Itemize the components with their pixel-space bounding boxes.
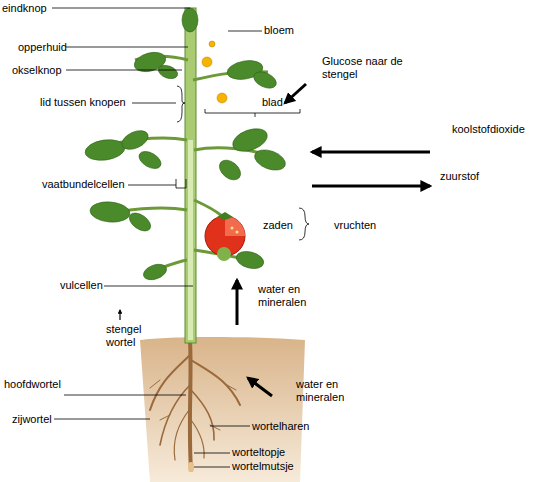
part-label: worteltopje [232, 446, 285, 459]
part-label: hoofdwortel [4, 378, 61, 391]
part-label: eindknop [2, 2, 47, 15]
part-label: lid tussen knopen [40, 96, 126, 109]
part-label: water en mineralen [258, 283, 324, 309]
part-label: vruchten [334, 219, 376, 232]
part-label: bloem [264, 24, 294, 37]
part-label: opperhuid [18, 41, 67, 54]
soil [140, 337, 305, 482]
branches [90, 56, 270, 272]
part-label: zijwortel [12, 413, 52, 426]
part-label: vulcellen [60, 279, 103, 292]
part-label: vaatbundelcellen [42, 178, 125, 191]
part-label: wortelharen [252, 420, 309, 433]
part-label: zaden [263, 219, 293, 232]
stem-inner [188, 140, 193, 340]
root-cap [188, 462, 194, 472]
part-label: water en mineralen [296, 378, 362, 404]
part-label: stengel [106, 323, 141, 336]
tomato [205, 212, 245, 261]
part-label: wortel [106, 336, 135, 349]
part-label: zuurstof [440, 170, 479, 183]
part-label: koolstofdioxide [452, 123, 525, 136]
flowers [202, 41, 227, 103]
roots [150, 340, 240, 470]
part-label: Glucose naar de stengel [322, 55, 414, 81]
part-label: okselknop [12, 64, 62, 77]
part-label: blad [262, 96, 283, 109]
leader-lines [52, 8, 309, 467]
leaves [84, 8, 288, 283]
process-arrows [120, 84, 430, 396]
part-label: wortelmutsje [232, 460, 294, 473]
